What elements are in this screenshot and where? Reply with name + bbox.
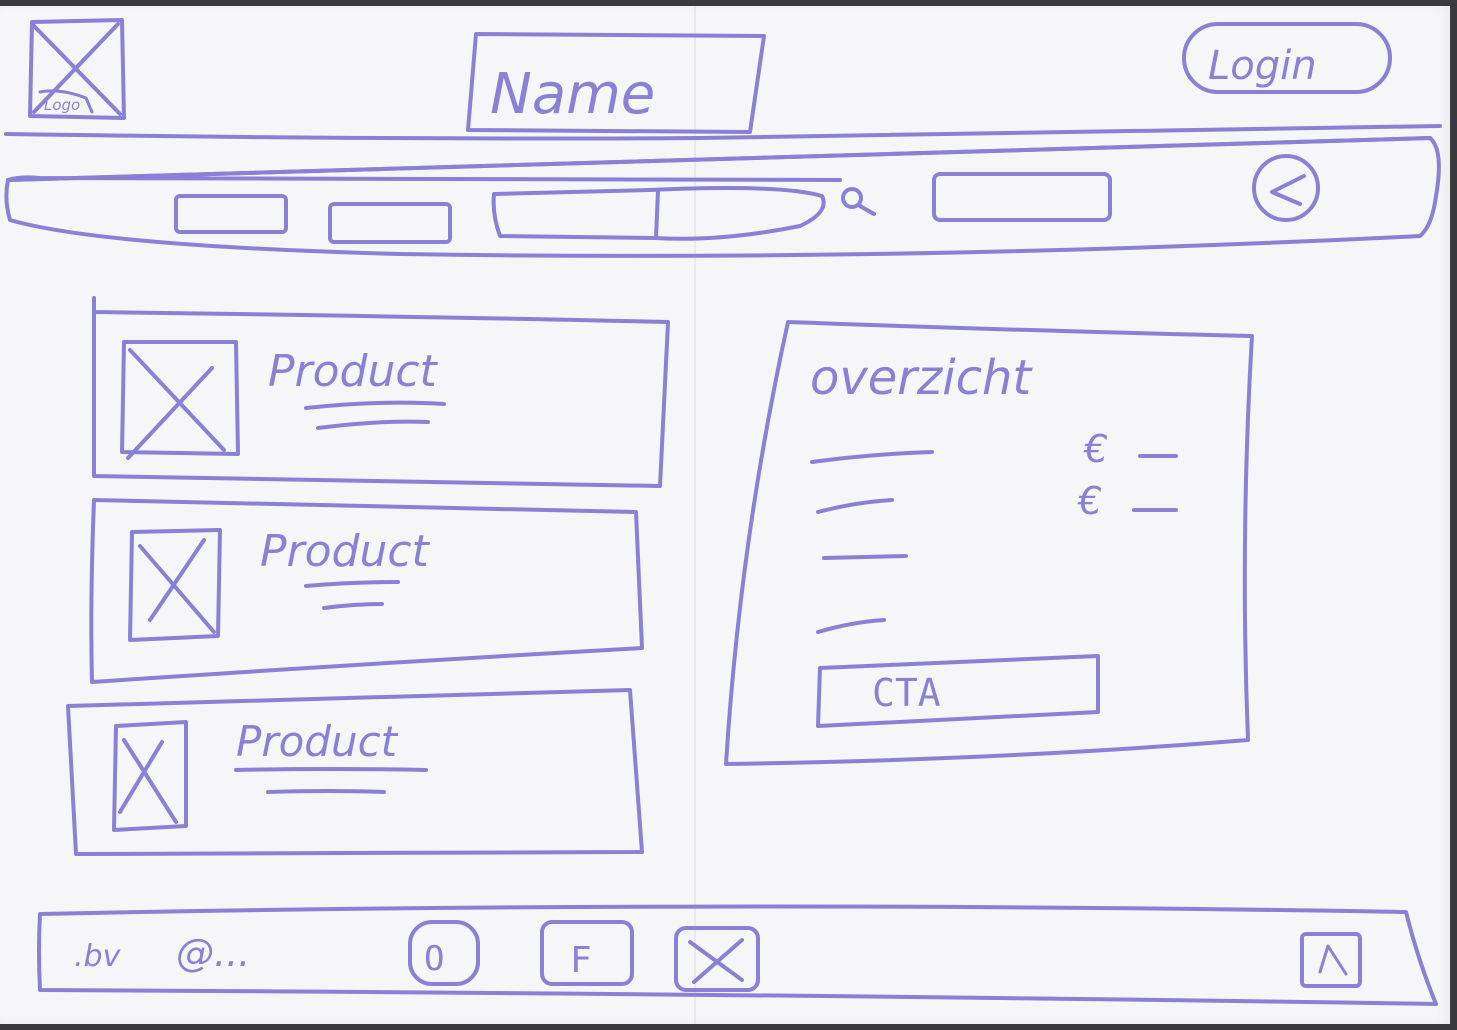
- summary-price-symbol-1: €: [1083, 427, 1108, 471]
- product-label-3: Product: [236, 717, 399, 766]
- svg-text:F: F: [570, 940, 592, 981]
- nav-item-1[interactable]: [174, 194, 288, 234]
- brand-name-label: Name: [490, 62, 655, 127]
- product-list: Product Product Product: [66, 296, 670, 856]
- footer-email[interactable]: @...: [176, 931, 250, 975]
- summary-title: overzicht: [810, 350, 1033, 406]
- product-image-3: [112, 720, 188, 832]
- product-image-2: [128, 528, 222, 642]
- navbar: [4, 136, 1441, 258]
- instagram-icon[interactable]: O: [408, 920, 480, 986]
- search-icon[interactable]: [841, 187, 876, 216]
- summary-line-3: [822, 554, 908, 560]
- header-divider: [4, 124, 1442, 141]
- search-input[interactable]: [491, 186, 826, 241]
- logo[interactable]: Logo: [28, 18, 126, 120]
- cta-label: CTA: [872, 671, 941, 715]
- logo-label: Logo: [44, 96, 80, 114]
- product-label-2: Product: [260, 526, 431, 577]
- login-label: Login: [1208, 43, 1317, 89]
- nav-item-3[interactable]: [932, 172, 1112, 222]
- nav-item-2[interactable]: [328, 202, 452, 244]
- svg-text:O: O: [424, 939, 444, 979]
- cta-button[interactable]: CTA: [816, 654, 1100, 728]
- product-card-1[interactable]: Product: [92, 296, 670, 488]
- header: Logo Name Login: [4, 18, 1442, 141]
- summary-line-1: [810, 450, 934, 464]
- facebook-icon[interactable]: F: [540, 920, 634, 986]
- product-card-2[interactable]: Product: [89, 498, 644, 684]
- x-twitter-icon[interactable]: [674, 926, 760, 992]
- footer-domain: .bv: [74, 939, 122, 974]
- back-arrow-icon[interactable]: [1252, 154, 1320, 222]
- footer: .bv @... O F: [37, 904, 1438, 1006]
- product-label-1: Product: [268, 346, 439, 397]
- brand-name: Name: [466, 32, 766, 134]
- paper-fold: [694, 6, 696, 1024]
- summary-price-symbol-2: €: [1077, 479, 1102, 523]
- summary-line-4: [816, 618, 886, 634]
- summary-line-2: [816, 498, 894, 514]
- scroll-to-top-icon[interactable]: [1300, 932, 1362, 988]
- login-button[interactable]: Login: [1182, 22, 1392, 94]
- product-card-3[interactable]: Product: [66, 688, 644, 856]
- order-summary: overzicht € € CTA: [724, 320, 1254, 766]
- product-image-1: [120, 340, 240, 460]
